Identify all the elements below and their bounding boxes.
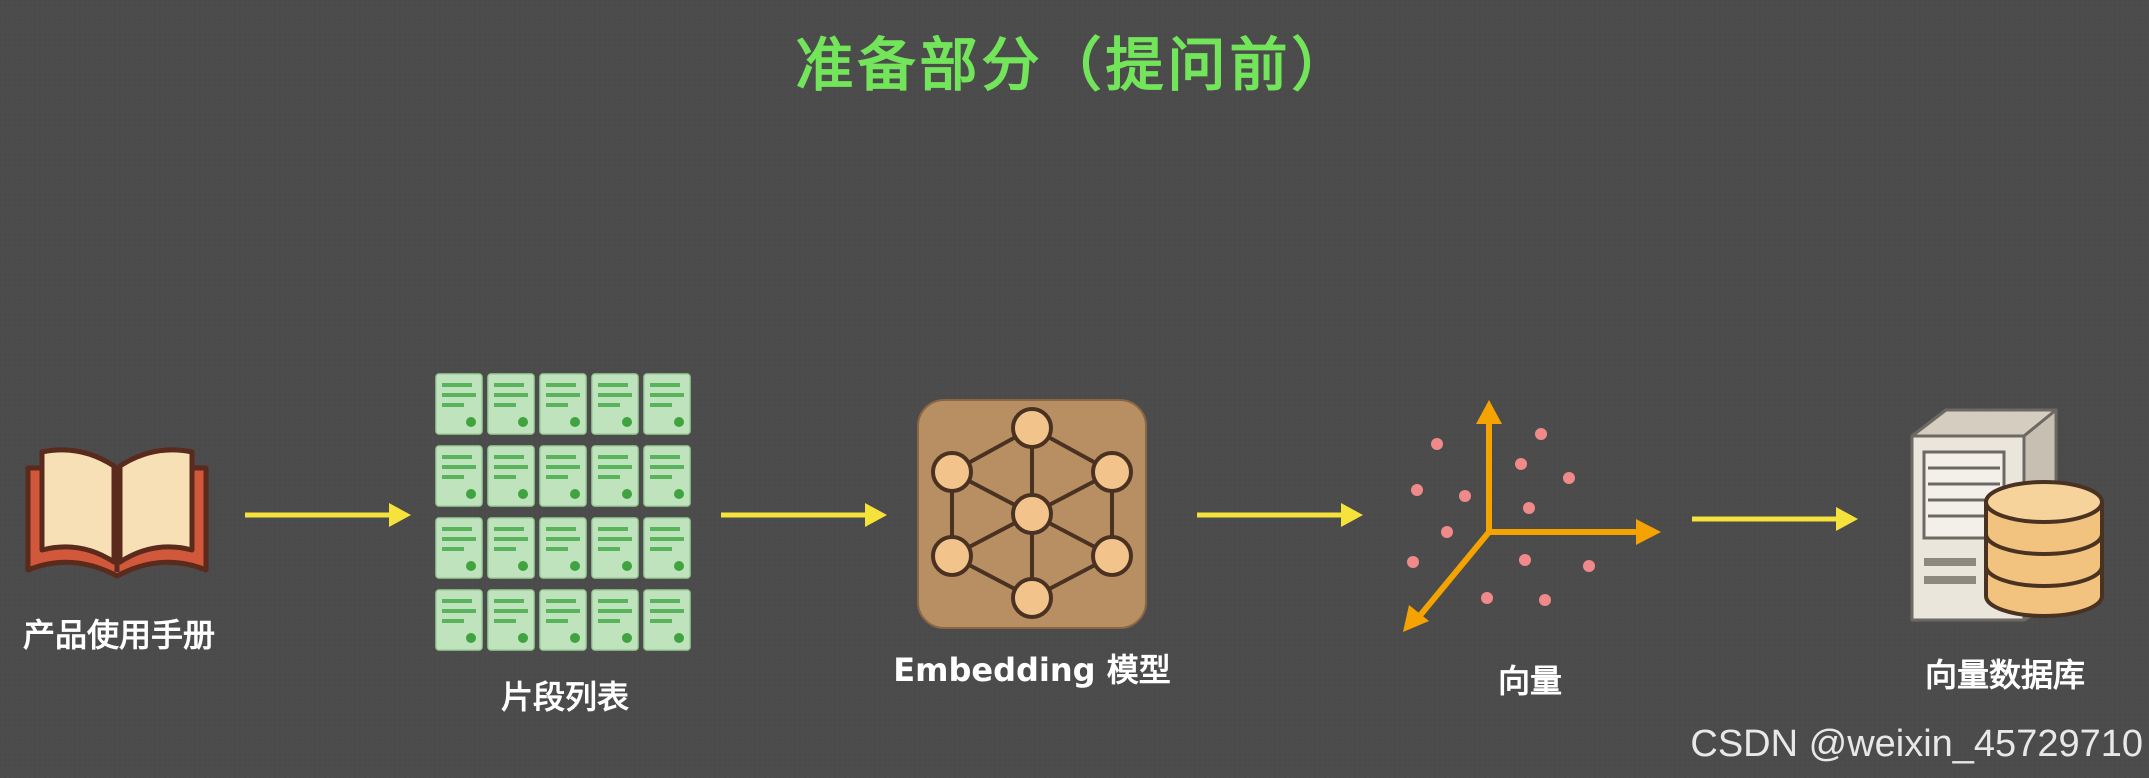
flow-arrow-4 — [1692, 507, 1858, 531]
flow-arrow-1 — [245, 503, 411, 527]
flow-arrow-3 — [1197, 503, 1363, 527]
neural-graph-icon — [917, 399, 1147, 629]
watermark: CSDN @weixin_45729710 — [1690, 723, 2143, 765]
book-icon — [25, 447, 209, 579]
node-label-vector-db: 向量数据库 — [1924, 656, 2085, 694]
chunk-grid-icon — [435, 373, 691, 651]
flow-arrow-2 — [721, 503, 887, 527]
database-server-icon — [1910, 408, 2104, 622]
vector-space-icon — [1403, 400, 1661, 632]
node-label-vectors: 向量 — [1497, 662, 1562, 700]
node-label-chunks: 片段列表 — [500, 678, 629, 716]
node-label-manual: 产品使用手册 — [22, 616, 215, 654]
node-label-model: Embedding 模型 — [893, 651, 1171, 689]
page-title: 准备部分（提问前） — [795, 31, 1354, 99]
